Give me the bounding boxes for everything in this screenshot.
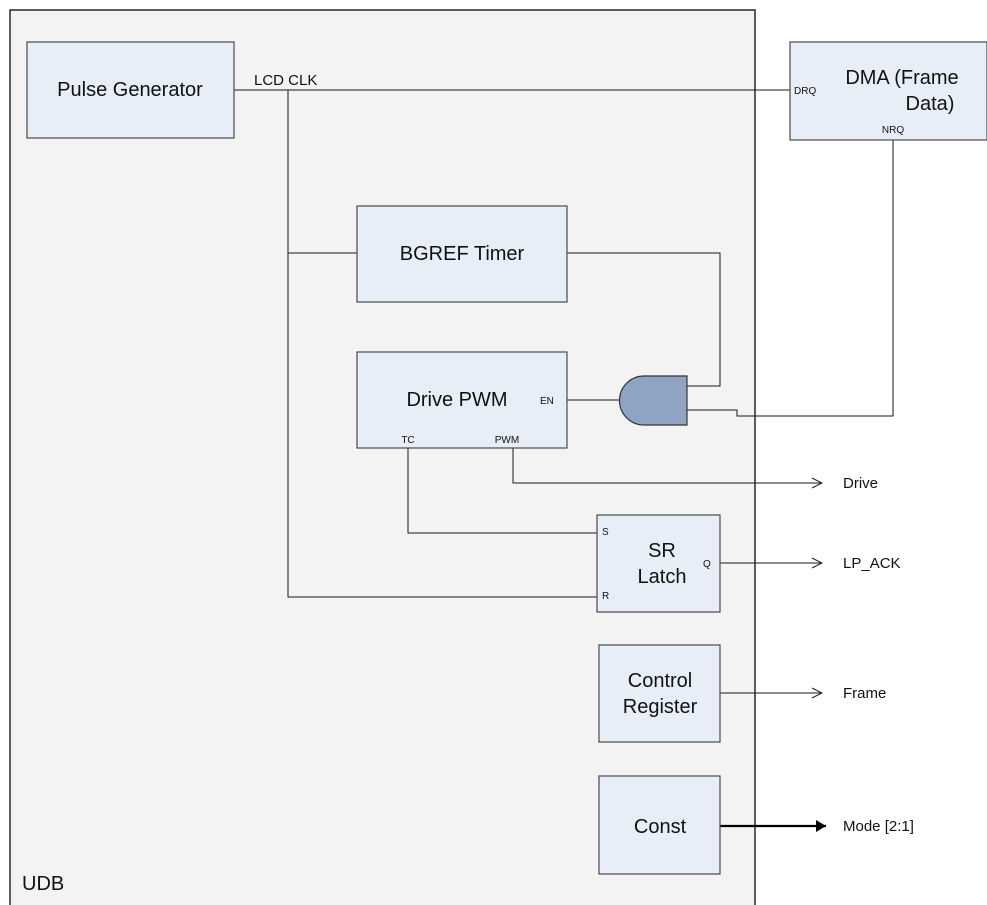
drive-pwm-block: [356, 351, 568, 449]
control-register-block: [598, 644, 721, 743]
latch-q-pin: Q: [703, 559, 711, 570]
dma-label-line1: DMA (Frame: [845, 67, 958, 89]
drive-pwm-label: Drive PWM: [406, 389, 507, 411]
pulse-generator-block: [26, 41, 235, 139]
sr-latch-label-line2: Latch: [638, 566, 687, 588]
dma-nrq-pin: NRQ: [882, 125, 904, 136]
const-block: [598, 775, 721, 875]
dma-block: [789, 41, 987, 141]
bgref-timer-label: BGREF Timer: [400, 243, 525, 265]
pulse-generator-label: Pulse Generator: [57, 79, 203, 101]
pwm-pwm-pin: PWM: [495, 435, 519, 446]
control-register-label-line1: Control: [628, 670, 692, 692]
tc-to-s-wire: [407, 448, 597, 534]
latch-s-pin: S: [602, 527, 609, 538]
control-register-label-line2: Register: [623, 696, 698, 718]
const-label: Const: [634, 816, 687, 838]
pwm-en-pin: EN: [540, 396, 554, 407]
dma-label-line2: Data): [906, 93, 955, 115]
udb-label: UDB: [22, 873, 64, 895]
bgref-to-gate-wire: [567, 252, 721, 387]
clk-trunk-wire: [287, 90, 597, 598]
sr-latch-block: [596, 514, 721, 613]
lcd-clk-label: LCD CLK: [254, 72, 317, 89]
bgref-timer-block: [356, 205, 568, 303]
drive-wire: [512, 448, 822, 483]
latch-r-pin: R: [602, 591, 609, 602]
frame-signal-label: Frame: [843, 685, 886, 702]
nrq-to-gate-wire: [687, 140, 894, 417]
drive-signal-label: Drive: [843, 475, 878, 492]
mode-signal-label: Mode [2:1]: [843, 818, 914, 835]
dma-drq-pin: DRQ: [794, 86, 816, 97]
lp-ack-signal-label: LP_ACK: [843, 555, 901, 572]
udb-container: [9, 9, 756, 905]
pwm-tc-pin: TC: [401, 435, 414, 446]
and-gate-icon: [618, 375, 688, 426]
sr-latch-label-line1: SR: [648, 540, 676, 562]
